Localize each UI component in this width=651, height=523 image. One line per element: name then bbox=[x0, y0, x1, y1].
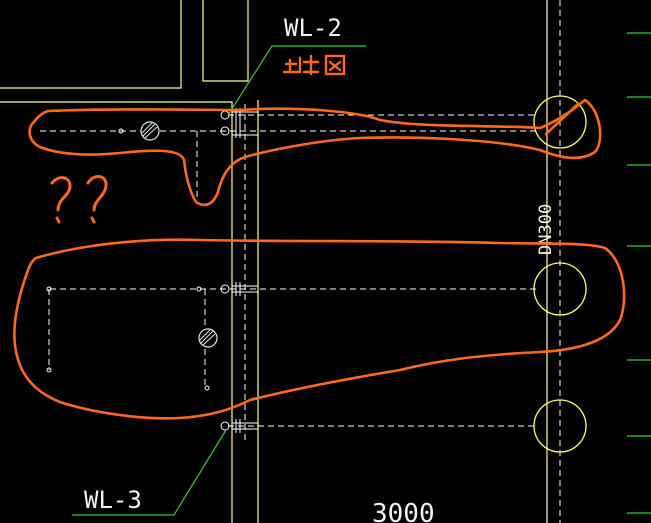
pipe-lines bbox=[40, 0, 561, 523]
building-walls bbox=[0, 0, 548, 523]
manholes bbox=[533, 95, 587, 453]
manhole-bottom bbox=[533, 399, 587, 453]
label-dn300: DN300 bbox=[536, 204, 556, 255]
wall-upper-mid bbox=[202, 0, 249, 82]
leader-wl3 bbox=[72, 429, 227, 516]
grid-ticks bbox=[627, 32, 651, 514]
label-wl-3: WL-3 bbox=[84, 486, 142, 514]
valve-symbols bbox=[140, 121, 218, 348]
pipe-nodes bbox=[46, 108, 258, 433]
valve-upper bbox=[140, 121, 160, 141]
label-dimension: 3000 bbox=[372, 499, 435, 523]
markup-outline-upper bbox=[28, 98, 602, 207]
markup-outline-lower bbox=[13, 238, 626, 420]
wall-horizontal bbox=[0, 101, 233, 523]
markup-handwritten-note bbox=[282, 54, 346, 76]
wall-upper-left bbox=[0, 0, 182, 89]
markup-annotations bbox=[13, 98, 626, 420]
valve-lower bbox=[198, 328, 218, 348]
label-wl-2: WL-2 bbox=[284, 14, 342, 42]
manhole-middle bbox=[533, 262, 587, 316]
leader-wl2 bbox=[227, 45, 366, 116]
markup-arrow-x bbox=[544, 102, 580, 136]
handwritten-marks-text: ? ? bbox=[52, 214, 54, 216]
manhole-top bbox=[533, 95, 587, 149]
leader-lines bbox=[72, 45, 366, 516]
markup-question-marks bbox=[50, 175, 108, 224]
